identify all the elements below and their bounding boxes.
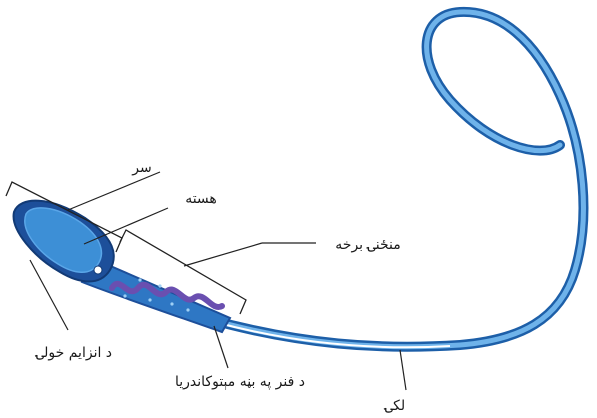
tail-leader xyxy=(400,350,406,390)
label-acrosome: د انزایم خولۍ xyxy=(34,345,112,361)
tail-flagellum xyxy=(205,12,583,347)
centriole xyxy=(94,266,102,274)
label-head: سر xyxy=(131,160,151,176)
label-midpiece: منځنۍ برخه xyxy=(335,237,400,253)
label-mitochondria: د فنر په بڼه مېتوکاندریا xyxy=(175,374,305,390)
sperm-head xyxy=(14,201,114,282)
head-leader xyxy=(68,172,160,210)
nucleus xyxy=(25,208,102,272)
label-tail: لکۍ xyxy=(383,398,405,414)
midpiece-leader xyxy=(184,243,262,266)
label-nucleus: هسته xyxy=(185,191,217,207)
